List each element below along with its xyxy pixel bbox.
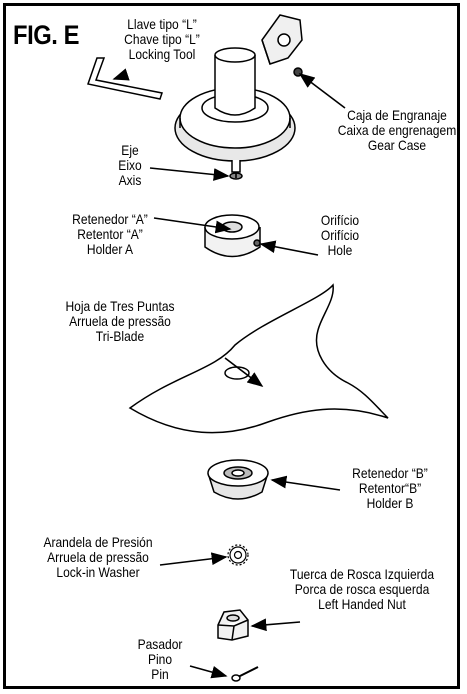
label-gear-case: Caja de Engranaje Caixa de engrenagem Ge… (337, 107, 457, 153)
pin-drawing (231, 666, 259, 682)
holder-b-drawing (207, 459, 269, 500)
label-holder-a: Retenedor “A” Retentor “A” Holder A (72, 211, 148, 257)
lock-washer-drawing (227, 544, 249, 566)
label-left-nut: Tuerca de Rosca Izquierda Porca de rosca… (289, 566, 435, 612)
leader-gear-case (298, 73, 346, 109)
holder-a-drawing (204, 214, 261, 258)
leader-pin (189, 665, 228, 679)
leader-locking-tool (112, 68, 130, 81)
locking-tool-drawing (87, 57, 163, 100)
label-tri-blade: Hoja de Tres Puntas Arruela de pressão T… (65, 298, 175, 344)
leader-left-nut (250, 618, 301, 632)
label-locking-tool: Llave tipo “L” Chave tipo “L” Locking To… (124, 16, 200, 62)
tri-blade-drawing (128, 283, 389, 434)
label-holder-b: Retenedor “B” Retentor“B” Holder B (352, 465, 428, 511)
gear-case-drawing (174, 14, 303, 180)
label-axis: Eje Eixo Axis (118, 142, 142, 188)
label-lock-washer: Arandela de Presión Arruela de pressão L… (43, 534, 153, 580)
leader-lock-washer (159, 552, 228, 566)
leader-axis-b (149, 167, 230, 181)
label-hole: Orifício Orifício Hole (320, 212, 360, 258)
leader-holder-a (153, 217, 232, 234)
leader-holder-b (270, 475, 341, 491)
leader-tri-blade (224, 357, 264, 387)
left-nut-drawing (217, 609, 249, 641)
label-pin: Pasador Pino Pin (137, 636, 183, 682)
figure-title: FIG. E (13, 20, 80, 50)
leader-hole (259, 240, 319, 256)
